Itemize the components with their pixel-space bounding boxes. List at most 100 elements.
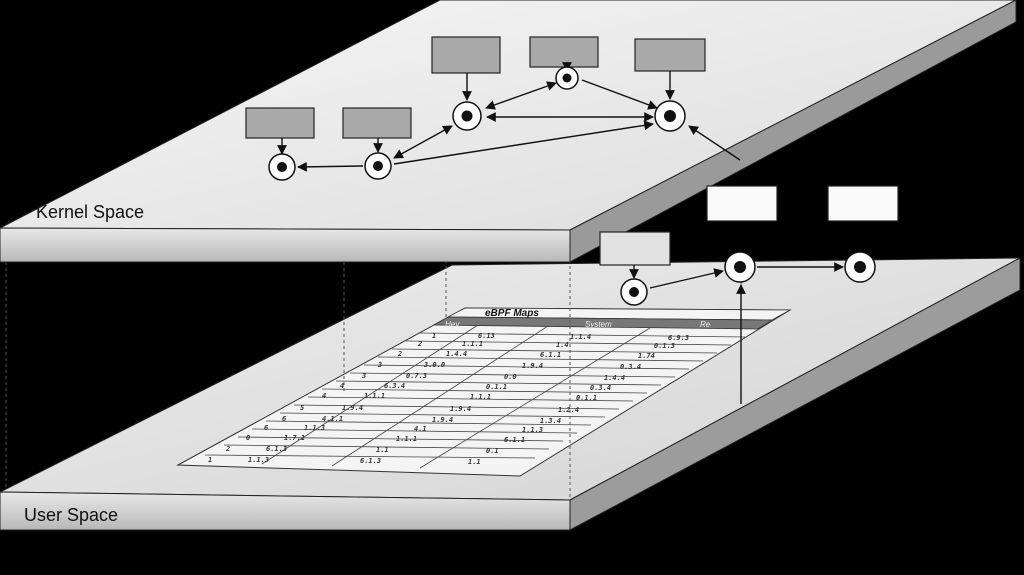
table-cell: 1.74 xyxy=(638,352,655,360)
table-cell: 5 xyxy=(300,404,304,412)
table-cell: 6.1.3 xyxy=(360,457,381,465)
table-cell: 1.1 xyxy=(468,458,481,466)
kernel-graph-edges xyxy=(277,62,741,172)
table-row: 4 6.3.4 0.1.1 0.3.4 xyxy=(340,382,611,392)
table-cell: 1.1.1 xyxy=(470,393,491,401)
floating-box xyxy=(827,185,899,222)
table-row: 6 4.1.1 1.9.4 1.3.4 xyxy=(282,415,561,425)
table-cell: 3 xyxy=(361,372,366,380)
table-cell: 1.1.1 xyxy=(462,340,483,348)
kernel-program-box xyxy=(634,38,706,72)
table-row: 3 0.7.3 0.0 1.4.4 xyxy=(361,372,625,382)
kernel-node xyxy=(555,66,579,90)
table-grid xyxy=(204,324,746,469)
table-header-cell: Re xyxy=(700,320,711,329)
table-row: 4 1.1.1 1.1.1 0.1.1 xyxy=(322,392,597,402)
table-cell: 1.9.4 xyxy=(522,362,543,370)
kernel-space-plane: Kernel Space xyxy=(0,0,1017,263)
user-space-label: User Space xyxy=(24,505,118,525)
table-cell: 1.4.4 xyxy=(604,374,625,382)
table-cell: 2 xyxy=(225,445,230,453)
table-row: 1 6.13 1.1.4 6.9.3 xyxy=(432,332,689,342)
table-cell: 0.7.3 xyxy=(406,372,427,380)
table-cell: 1.4 xyxy=(556,341,569,349)
table-row: 3 3.0.0 1.9.4 0.3.4 xyxy=(377,361,641,371)
table-cell: 6.13 xyxy=(478,332,495,340)
kernel-program-box xyxy=(431,36,501,74)
table-row: 2 6.1.3 1.1 0.1 xyxy=(225,445,499,455)
table-cell: 1.2.4 xyxy=(558,406,579,414)
table-cell: 6.1.3 xyxy=(266,445,287,453)
table-cell: 2 xyxy=(417,340,422,348)
table-cell: 1.4.4 xyxy=(446,350,467,358)
floating-boxes xyxy=(599,185,899,266)
table-header-cell: Hey xyxy=(445,320,460,329)
table-cell: 0.3.4 xyxy=(590,384,611,392)
table-cell: 3.0.0 xyxy=(423,361,445,369)
table-cell: 1.3.4 xyxy=(540,417,561,425)
table-title: eBPF Maps xyxy=(485,308,539,319)
table-cell: 1.1.3 xyxy=(248,456,269,464)
user-node xyxy=(620,278,648,306)
table-cell: 0.1.1 xyxy=(576,394,597,402)
table-header-row xyxy=(432,316,774,330)
ebpf-maps-table: eBPF Maps Hey System Re 1 xyxy=(176,307,792,477)
table-cell: 6.9.3 xyxy=(668,334,689,342)
table-cell: 0.1 xyxy=(486,447,499,455)
table-cell: 1.9.4 xyxy=(342,404,363,412)
user-plane-side xyxy=(569,257,1021,531)
user-program-box xyxy=(599,231,671,266)
table-row: 2 1.4.4 6.1.1 1.74 xyxy=(397,350,655,360)
kernel-space-label: Kernel Space xyxy=(36,202,144,222)
table-cell: 1 xyxy=(432,332,436,340)
table-cell: 4 xyxy=(322,392,326,400)
table-row: 6 1.1.3 4.1 1.1.3 xyxy=(264,424,543,434)
table-cell: 0.3.4 xyxy=(620,363,641,371)
user-graph-nodes xyxy=(620,251,876,306)
table-cell: 6.1.1 xyxy=(504,436,525,444)
table-cell: 1.7.1 xyxy=(284,434,305,442)
table-cell: 0.1.1 xyxy=(486,383,507,391)
table-cell: 1.1 xyxy=(376,446,389,454)
table-cell: 4 xyxy=(340,382,344,390)
table-cell: 0.1.3 xyxy=(654,342,675,350)
kernel-plane-front xyxy=(0,227,571,263)
kernel-node xyxy=(268,153,296,181)
kernel-program-box xyxy=(529,36,599,68)
table-cell: 1.9.4 xyxy=(450,405,471,413)
table-cell: 1 xyxy=(208,456,212,464)
table-cell: 0.0 xyxy=(504,373,517,381)
table-cell: 1.1.4 xyxy=(570,333,591,341)
table-row: 2 1.1.1 1.4 0.1.3 xyxy=(417,340,675,350)
table-cell: 0 xyxy=(246,434,250,442)
kernel-node xyxy=(452,101,482,131)
table-cell: 1.9.4 xyxy=(432,416,453,424)
kernel-program-boxes xyxy=(245,36,706,139)
table-cell: 3 xyxy=(377,361,382,369)
table-cell: 1.1.3 xyxy=(304,424,325,432)
kernel-program-box xyxy=(245,107,315,139)
kernel-plane-side xyxy=(569,0,1017,263)
table-cell: 6 xyxy=(264,424,268,432)
table-row: 1 1.1.3 6.1.3 1.1 xyxy=(208,456,481,466)
table-cell: 1.1.1 xyxy=(396,435,417,443)
table-cell: 1.1.3 xyxy=(522,426,543,434)
kernel-node xyxy=(654,100,686,132)
table-header-cell: System xyxy=(585,320,612,329)
table-cell: 6.1.1 xyxy=(540,351,561,359)
user-graph-edges xyxy=(629,262,844,404)
table-cell: 4.1 xyxy=(414,425,427,433)
floating-box xyxy=(706,185,778,222)
kernel-node xyxy=(364,152,392,180)
table-row: 5 1.9.4 1.9.4 1.2.4 xyxy=(300,404,579,414)
table-cell: 2 xyxy=(397,350,402,358)
table-cell: 6.3.4 xyxy=(384,382,405,390)
kernel-graph-nodes xyxy=(268,66,686,181)
user-node xyxy=(844,251,876,283)
user-node xyxy=(724,251,756,283)
kernel-program-box xyxy=(342,107,412,139)
table-cell: 6 xyxy=(282,415,286,423)
table-cell: 1.1.1 xyxy=(364,392,385,400)
table-cell: 4.1.1 xyxy=(322,415,343,423)
